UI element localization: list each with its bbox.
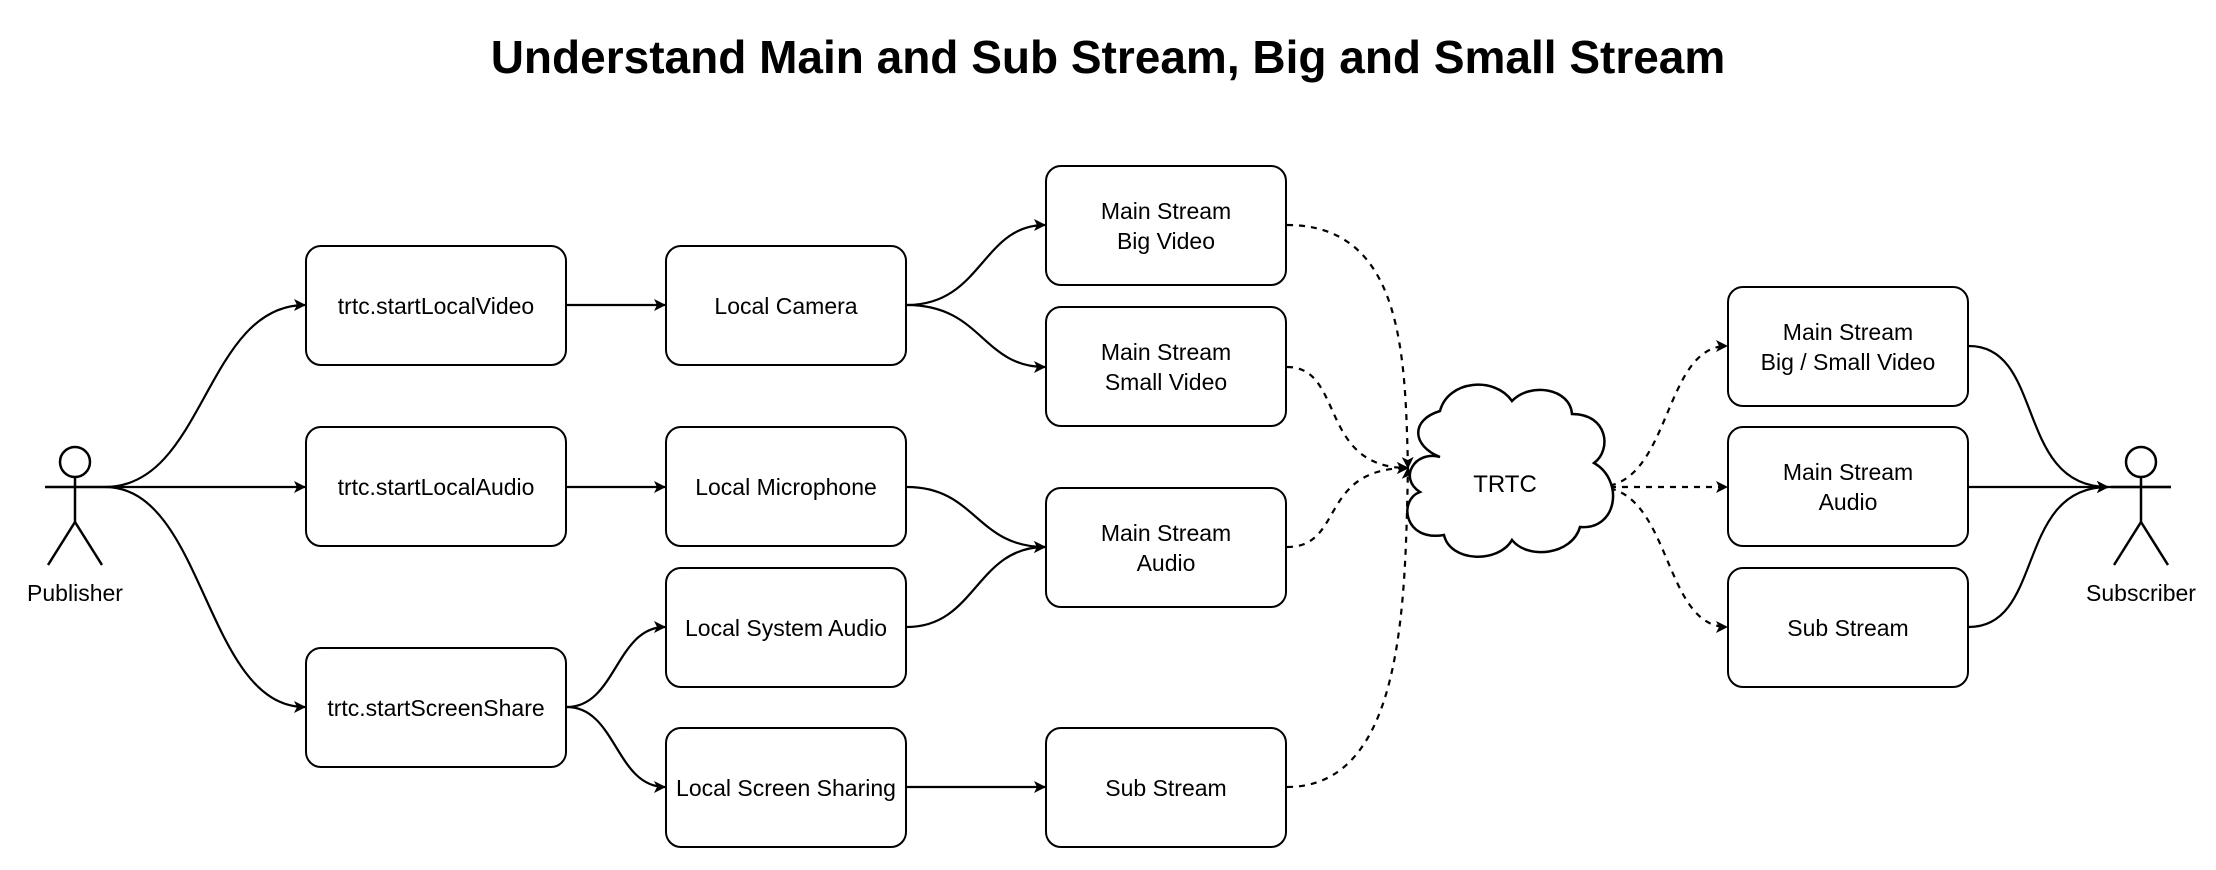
local-system-audio-node: Local System Audio: [665, 567, 907, 688]
edge-microphone-to-main-audio: [906, 485, 1046, 553]
subscriber-figure: [2111, 445, 2171, 566]
edge-received-video-to-subscriber: [1968, 344, 2109, 493]
publisher-label: Publisher: [27, 580, 123, 606]
local-screen-sharing-node: Local Screen Sharing: [665, 727, 907, 848]
start-local-video-node: trtc.startLocalVideo: [305, 245, 567, 366]
edge-received-sub-stream-to-subscriber: [1968, 481, 2109, 629]
trtc-cloud-shape: [1406, 383, 1615, 558]
start-local-audio-node: trtc.startLocalAudio: [305, 426, 567, 547]
main-stream-audio-node: Main Stream Audio: [1045, 487, 1287, 608]
publisher-figure: [45, 445, 105, 566]
edge-system-audio-to-main-audio: [906, 541, 1046, 629]
received-main-stream-audio-node: Main Stream Audio: [1727, 426, 1969, 547]
edge-sub-stream-to-trtc: [1286, 467, 1414, 789]
received-main-stream-video-node: Main Stream Big / Small Video: [1727, 286, 1969, 407]
diagram-title: Understand Main and Sub Stream, Big and …: [490, 31, 1726, 83]
edge-camera-to-big-video: [906, 219, 1046, 307]
main-stream-small-video-node: Main Stream Small Video: [1045, 306, 1287, 427]
edge-small-video-to-trtc: [1286, 365, 1409, 474]
trtc-label: TRTC: [1473, 471, 1537, 498]
edge-trtc-to-received-video: [1597, 340, 1728, 489]
start-screen-share-node: trtc.startScreenShare: [305, 647, 567, 768]
local-microphone-node: Local Microphone: [665, 426, 907, 547]
edge-start-screen-share-to-system-audio: [566, 621, 666, 709]
main-stream-big-video-node: Main Stream Big Video: [1045, 165, 1287, 286]
edge-start-screen-share-to-screen-sharing: [566, 705, 666, 793]
sub-stream-node: Sub Stream: [1045, 727, 1287, 848]
edge-big-video-to-trtc: [1286, 223, 1414, 469]
received-sub-stream-node: Sub Stream: [1727, 567, 1969, 688]
edge-camera-to-small-video: [906, 303, 1046, 373]
edge-publisher-to-start-screen-share: [104, 485, 306, 713]
edge-main-audio-to-trtc: [1286, 462, 1409, 549]
edge-publisher-to-start-local-video: [104, 299, 306, 489]
subscriber-label: Subscriber: [2086, 580, 2196, 606]
local-camera-node: Local Camera: [665, 245, 907, 366]
edge-trtc-to-received-sub-stream: [1597, 485, 1728, 633]
